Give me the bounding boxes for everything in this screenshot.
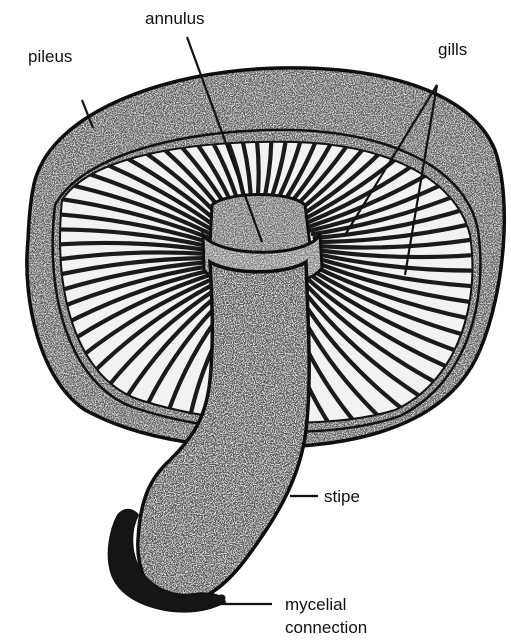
label-annulus: annulus: [145, 9, 205, 28]
label-connection: connection: [285, 618, 367, 637]
label-mycelial: mycelial: [285, 595, 346, 614]
label-stipe: stipe: [324, 487, 360, 506]
label-pileus: pileus: [28, 47, 72, 66]
label-gills: gills: [438, 40, 467, 59]
